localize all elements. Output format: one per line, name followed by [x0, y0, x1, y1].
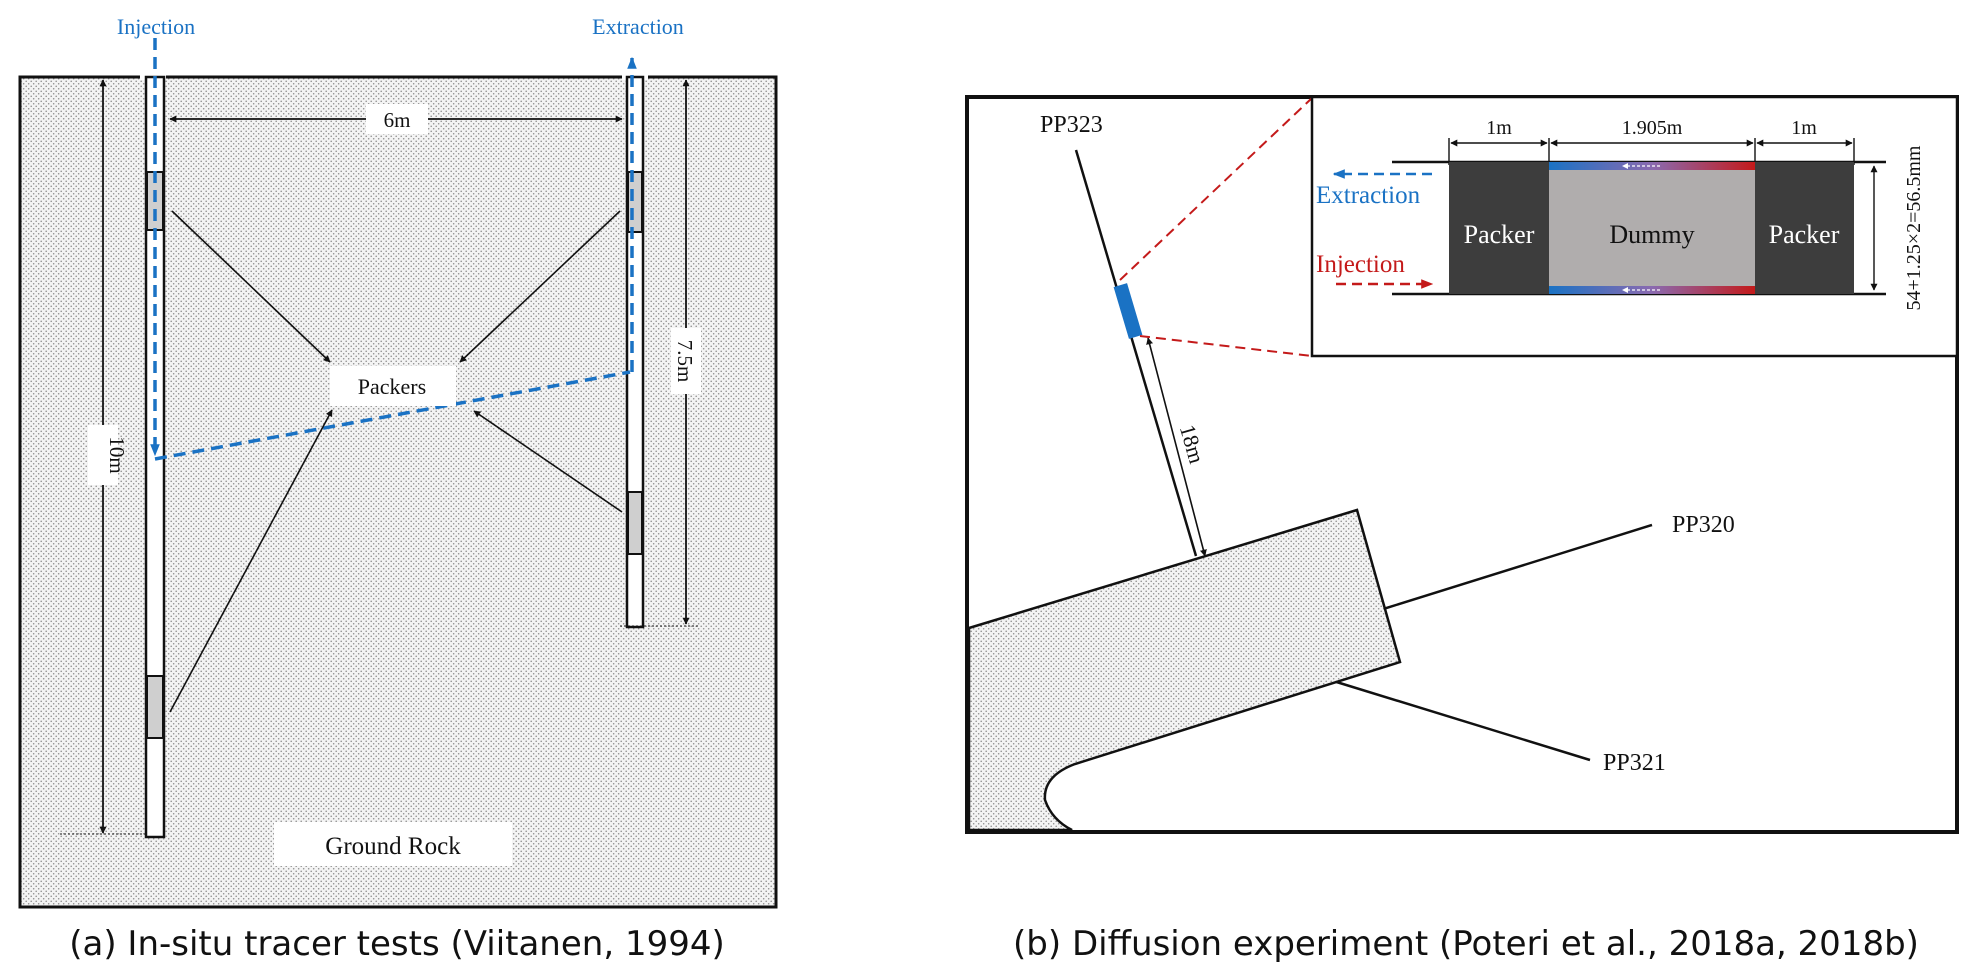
- packer-left: [1449, 162, 1549, 294]
- extraction-borehole: [625, 75, 645, 629]
- packer-right-upper: [627, 171, 643, 233]
- borehole-pp320: [1379, 523, 1653, 612]
- packer-right-length: 1m: [1791, 117, 1817, 139]
- inset-extraction-label: Extraction: [1316, 182, 1421, 209]
- zoom-lines: [1119, 97, 1313, 357]
- dummy-length: 1.905m: [1622, 117, 1683, 139]
- spacing-label: 6m: [384, 108, 411, 132]
- panel-b-diffusion-experiment: 18m PP323 PP320 PP321 1m 1.905m: [965, 95, 1959, 964]
- inset-injection-label: Injection: [1316, 251, 1405, 278]
- left-depth-label: 10m: [105, 436, 129, 473]
- extraction-label: Extraction: [592, 14, 684, 39]
- right-depth-dimension: 7.5m: [620, 79, 701, 627]
- tunnel-section: [967, 508, 1402, 832]
- label-pp320: PP320: [1672, 512, 1735, 538]
- borehole-pp321: [1329, 678, 1591, 762]
- packer-left-lower: [146, 675, 164, 739]
- panel-a-tracer-tests: 6m 10m 7.5m Packers: [18, 14, 778, 964]
- dummy: [1549, 162, 1755, 294]
- left-depth-dimension: 10m: [60, 79, 146, 835]
- packer-right: [1755, 162, 1854, 294]
- ground-rock-label: Ground Rock: [325, 833, 461, 860]
- packer-right-label: Packer: [1769, 220, 1840, 249]
- packer-left-length: 1m: [1486, 117, 1512, 139]
- packers-label: Packers: [358, 374, 426, 399]
- tracer-flow-path: [150, 38, 637, 461]
- packers-callout: Packers: [169, 210, 623, 713]
- label-pp323: PP323: [1040, 112, 1103, 138]
- caption-a: (a) In-situ tracer tests (Viitanen, 1994…: [69, 924, 724, 964]
- packer-left-label: Packer: [1464, 220, 1535, 249]
- ground-rock-block: [18, 75, 778, 909]
- injection-label: Injection: [117, 14, 195, 39]
- dummy-label: Dummy: [1609, 220, 1694, 249]
- distance-dimension: [1146, 337, 1207, 557]
- packer-right-lower: [627, 491, 643, 555]
- right-depth-label: 7.5m: [673, 340, 697, 383]
- probe-section: [1113, 283, 1143, 339]
- label-pp321: PP321: [1603, 750, 1666, 776]
- caption-b: (b) Diffusion experiment (Poteri et al.,…: [1013, 924, 1919, 964]
- spacing-dimension: 6m: [169, 104, 623, 134]
- diameter-label: 54+1.25×2=56.5mm: [1903, 145, 1925, 310]
- packer-system-inset: 1m 1.905m 1m Packer Dummy Packer Extract: [1310, 95, 1959, 358]
